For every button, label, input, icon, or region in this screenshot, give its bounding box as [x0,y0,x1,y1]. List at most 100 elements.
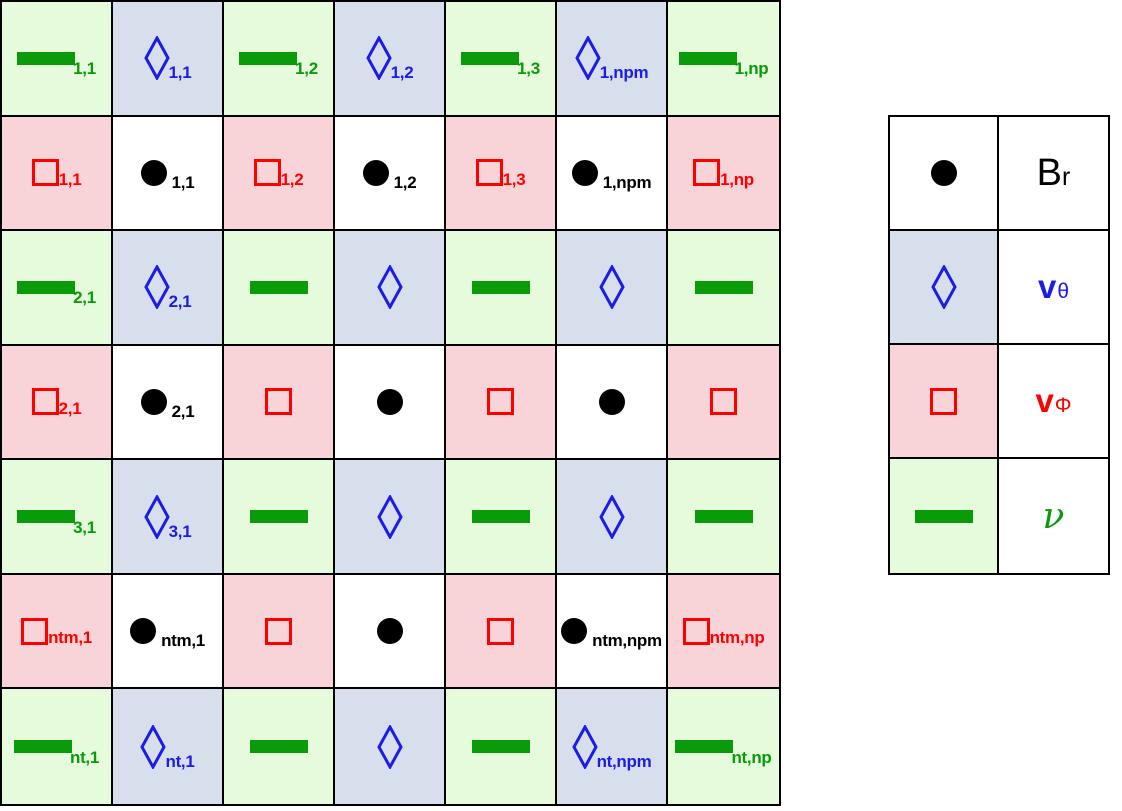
grid-cell [335,345,446,461]
legend-symbol-cell [890,459,999,573]
grid-cell: 2,1 [113,231,224,346]
vtheta-diamond-icon [143,264,170,311]
legend-label-cell: ν [999,459,1108,573]
vphi-square-icon [253,159,281,187]
grid-cell [668,460,779,575]
grid-cell: 1,1 [113,2,224,117]
grid-cell [335,460,446,575]
br-circle-icon [561,618,588,645]
br-circle-icon [598,388,625,415]
nu-bar-icon [694,510,753,524]
grid-cell [335,689,446,804]
grid-cell [335,231,446,346]
nu-bar-icon [17,51,76,65]
nu-bar-icon [17,510,76,524]
vphi-square-icon [682,617,710,645]
cell-index-label: 1,3 [517,59,540,79]
br-circle-icon [376,618,403,645]
grid-cell [224,689,335,804]
nu-bar-icon [13,740,72,754]
grid-cell: ntm,np [668,574,779,690]
grid-cell: ntm,1 [113,574,224,690]
cell-index-label: 1,2 [393,172,417,192]
grid-cell [446,689,557,804]
vtheta-diamond-icon [376,723,403,770]
grid-cell [224,231,335,346]
grid-cell: 1,1 [2,2,113,117]
cell-index-label: 1,3 [502,169,526,189]
cell-index-label: 1,1 [168,63,192,83]
cell-index-label: 1,1 [58,169,82,189]
br-circle-icon [571,159,598,186]
nu-bar-icon [249,280,308,294]
grid-cell: nt,1 [113,689,224,804]
legend-variable-subscript: Φ [1054,394,1072,417]
cell-index-label: nt,npm [596,751,652,771]
nu-bar-icon [471,510,530,524]
cell-index-label: ntm,1 [48,628,92,648]
grid-cell: 3,1 [2,460,113,575]
br-circle-icon [130,618,157,645]
legend-variable-letter: ν [1042,495,1065,537]
vtheta-diamond-icon [376,493,403,540]
nu-bar-icon [461,51,520,65]
br-circle-icon [362,159,389,186]
vtheta-diamond-icon [140,723,167,770]
legend-variable-subscript: θ [1057,280,1070,303]
grid-cell [446,574,557,690]
vphi-square-icon [21,617,49,645]
vphi-square-icon [487,388,514,416]
cell-index-label: 1,npm [599,63,649,83]
grid-cell: 1,3 [446,116,557,232]
vphi-square-icon [31,159,59,187]
vtheta-diamond-icon [143,35,170,82]
cell-index-label: 1,np [734,59,769,79]
vphi-square-icon [487,617,514,645]
cell-index-label: 2,1 [73,288,96,308]
cell-index-label: 3,1 [168,521,192,541]
cell-index-label: nt,1 [69,747,100,767]
vphi-square-icon [475,159,503,187]
grid-cell: nt,np [668,689,779,804]
grid-cell: 2,1 [2,231,113,346]
nu-bar-icon [17,280,76,294]
nu-bar-icon [914,509,973,523]
vtheta-diamond-icon [365,35,392,82]
cell-index-label: 1,1 [171,172,195,192]
grid-cell: 1,1 [2,116,113,232]
legend-symbol-cell [890,345,999,459]
grid-cell: 1,np [668,116,779,232]
vtheta-diamond-icon [376,264,403,311]
br-circle-icon [140,159,167,186]
grid-cell [446,231,557,346]
legend-variable-letter: v [1035,382,1054,419]
cell-index-label: 2,1 [171,401,195,421]
cell-index-label: 1,2 [390,63,414,83]
grid-cell: ntm,npm [557,574,668,690]
grid-cell [668,231,779,346]
grid-cell [557,460,668,575]
nu-bar-icon [471,280,530,294]
grid-cell: 1,npm [557,116,668,232]
grid-cell: nt,1 [2,689,113,804]
vphi-square-icon [31,388,59,416]
nu-bar-icon [239,51,298,65]
vphi-square-icon [693,159,721,187]
grid-cell [668,345,779,461]
grid-cell [557,345,668,461]
vtheta-diamond-icon [575,35,601,82]
grid-cell: 1,2 [335,2,446,117]
grid-cell: 1,1 [113,116,224,232]
vtheta-diamond-icon [571,723,598,770]
cell-index-label: nt,1 [165,751,195,771]
nu-bar-icon [249,740,308,754]
grid-cell: 1,2 [224,116,335,232]
nu-bar-icon [675,740,734,754]
vtheta-diamond-icon [930,263,957,311]
br-circle-icon [930,160,957,186]
vphi-square-icon [265,388,292,416]
vtheta-diamond-icon [598,264,625,311]
